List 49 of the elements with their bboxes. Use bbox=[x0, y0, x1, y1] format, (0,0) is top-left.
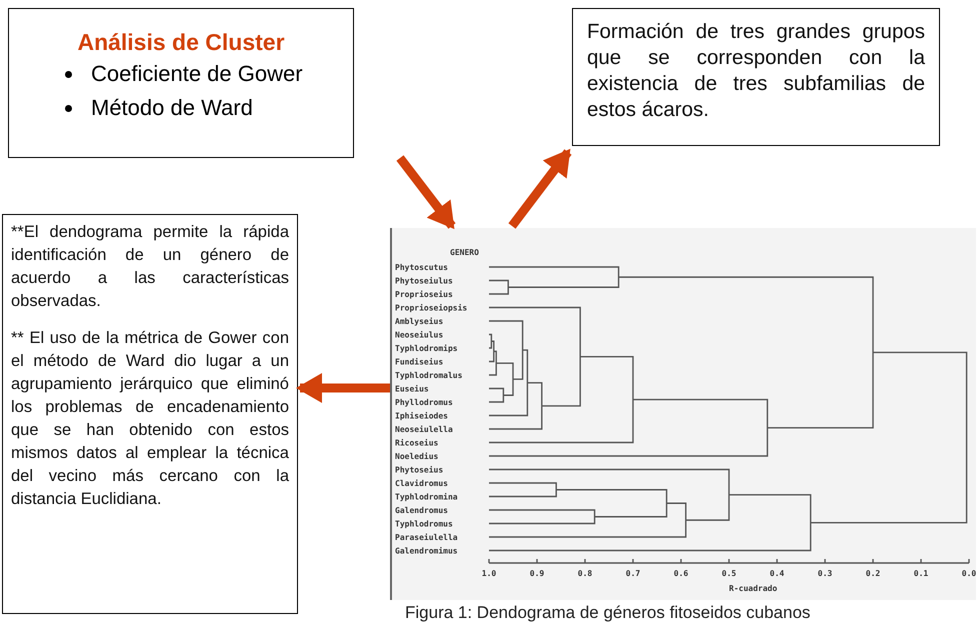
genus-label: Paraseiulella bbox=[395, 533, 458, 542]
genus-label: Clavidromus bbox=[395, 479, 448, 488]
tick-label: 0.0 bbox=[962, 569, 976, 578]
genus-label: Amblyseius bbox=[395, 317, 444, 326]
genus-label: Galendromimus bbox=[395, 546, 458, 556]
genus-label: Euseius bbox=[395, 384, 429, 394]
bullet-item: Método de Ward bbox=[91, 95, 253, 120]
genus-label: Noeledius bbox=[395, 452, 438, 461]
genus-label: Typhlodromalus bbox=[395, 371, 462, 380]
genus-label: Phytoseius bbox=[395, 466, 444, 474]
genus-label: Proprioseiopsis bbox=[395, 304, 468, 312]
tick-label: 0.2 bbox=[866, 569, 880, 578]
tick-label: 0.9 bbox=[530, 569, 544, 578]
genus-label: Typhlodromus bbox=[395, 520, 453, 528]
tick-label: 0.1 bbox=[914, 569, 928, 578]
bullet-item: Coeficiente de Gower bbox=[91, 61, 303, 86]
tick-label: 0.8 bbox=[578, 569, 592, 578]
note-card bbox=[572, 8, 940, 146]
tick-label: 0.5 bbox=[722, 569, 736, 578]
genus-label: Proprioseius bbox=[395, 290, 453, 299]
tick-label: 0.3 bbox=[818, 569, 832, 578]
arrow bbox=[296, 373, 390, 403]
genus-label: Phytoscutus bbox=[395, 263, 448, 272]
genus-label: Typhlodromips bbox=[395, 344, 458, 353]
genus-label: Phyllodromus bbox=[395, 398, 453, 407]
genus-label: Typhlodromina bbox=[395, 492, 458, 502]
genus-label: Galendromus bbox=[395, 506, 448, 515]
arrow bbox=[396, 155, 456, 230]
title-card bbox=[8, 8, 354, 158]
arrow bbox=[508, 148, 572, 229]
figure-caption: Figura 1: Dendograma de géneros fitoseidos cubanos bbox=[405, 603, 810, 623]
dendrogram-chart bbox=[390, 228, 976, 600]
column-header: GENERO bbox=[450, 248, 479, 257]
genus-label: Neoseiulella bbox=[395, 425, 453, 434]
heading: Análisis de Cluster bbox=[76, 29, 286, 56]
genus-label: Ricoseius bbox=[395, 438, 438, 448]
genus-label: Fundiseius bbox=[395, 358, 444, 366]
paragraph: **El dendograma permite la rápida identificación de un género de acuerdo a las características observadas. bbox=[11, 222, 289, 312]
genus-label: Phytoseiulus bbox=[395, 276, 453, 286]
axis-title: R-cuadrado bbox=[729, 584, 778, 593]
genus-label: Iphiseiodes bbox=[395, 412, 448, 420]
tick-label: 0.6 bbox=[674, 569, 688, 578]
tick-label: 0.7 bbox=[626, 569, 640, 578]
paragraph: Formación de tres grandes grupos que se corresponden con la existencia de tres subfamilias de estos ácaros. bbox=[587, 19, 925, 123]
paragraph: ** El uso de la métrica de Gower con el método de Ward dio lugar a un agrupamiento jerárquico que eliminó los problemas de encadenamiento que se han obtenido con estos mismos datos al emplear la técnica del vecino más cercano con la distancia Euclidiana. bbox=[11, 328, 289, 510]
genus-label: Neoseiulus bbox=[395, 330, 444, 340]
note-card bbox=[2, 214, 298, 614]
tick-label: 1.0 bbox=[482, 569, 496, 578]
tick-label: 0.4 bbox=[770, 569, 784, 578]
